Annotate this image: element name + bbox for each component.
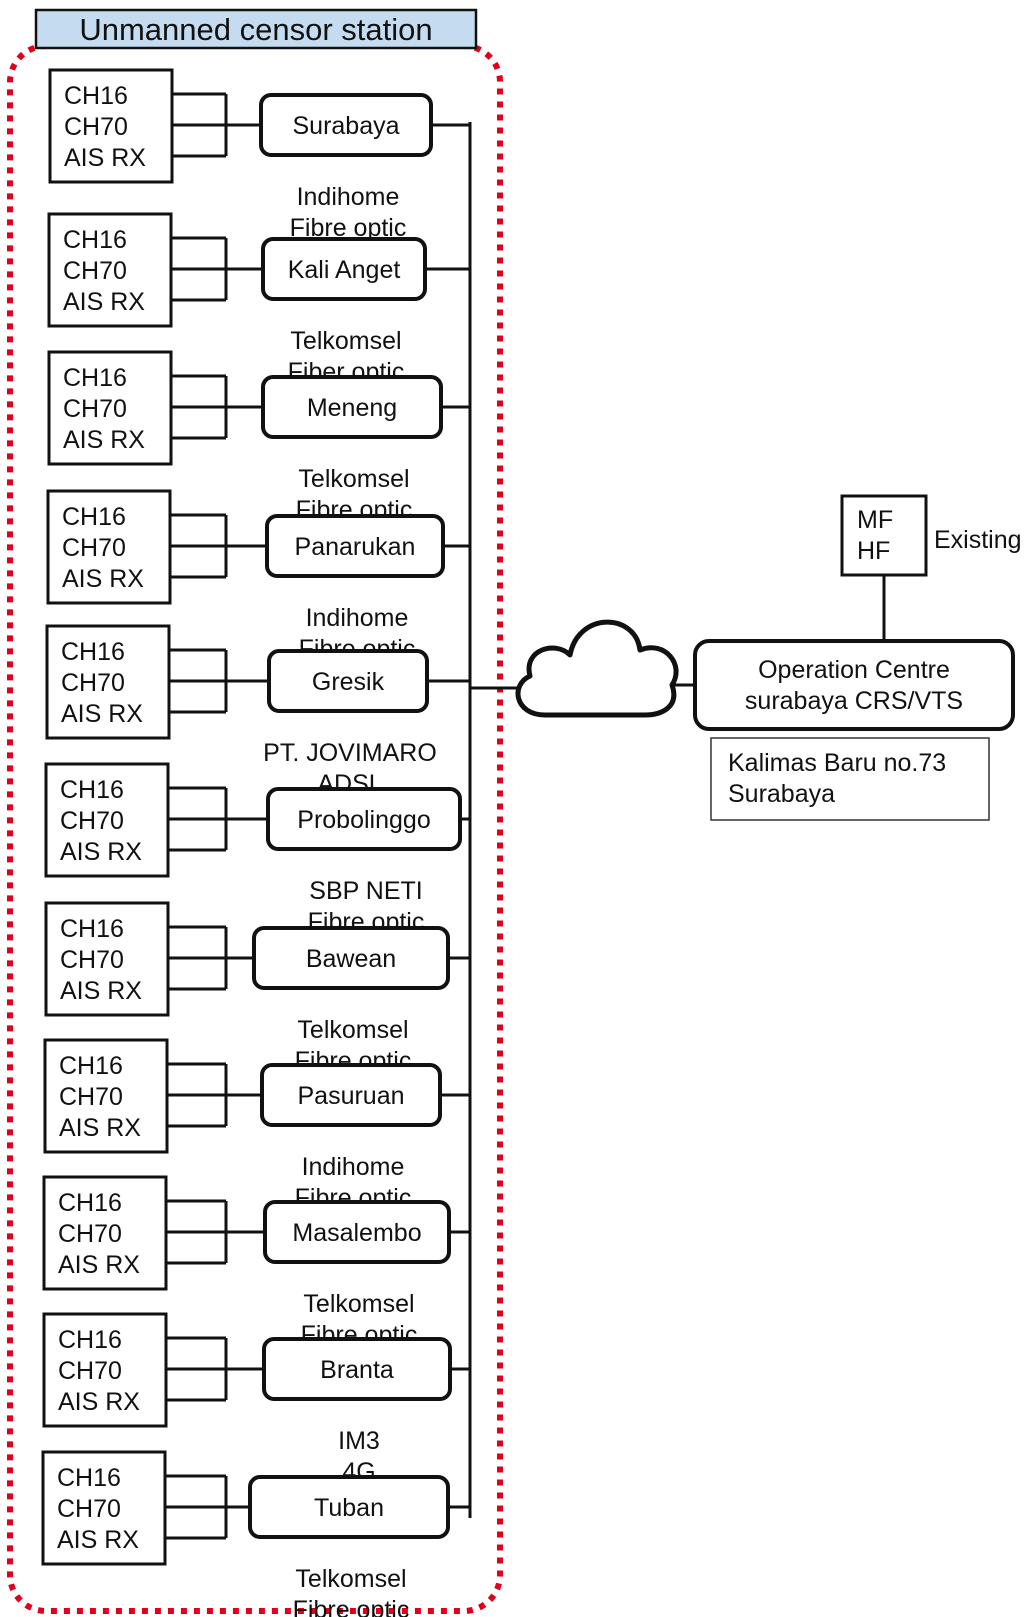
channel-label: CH70 [64,113,128,141]
channel-label: AIS RX [63,288,145,316]
channel-label: CH70 [58,1357,122,1385]
channel-box [44,901,170,1017]
channel-label: AIS RX [59,1114,141,1142]
channel-label: CH16 [60,776,124,804]
channel-label: AIS RX [58,1388,140,1416]
channel-label: CH16 [64,82,128,110]
channel-label: CH70 [59,1083,123,1111]
channel-label: CH16 [62,503,126,531]
station-name: Tuban [314,1494,384,1522]
channel-label: AIS RX [63,426,145,454]
channel-label: CH16 [63,226,127,254]
channel-label: CH70 [61,669,125,697]
channel-label: CH16 [57,1464,121,1492]
channel-label: AIS RX [60,977,142,1005]
channel-label: AIS RX [64,144,146,172]
station-name: Bawean [306,945,396,973]
channel-box [47,212,173,328]
station-name: Kali Anget [288,256,401,284]
channel-label: CH70 [57,1495,121,1523]
existing-box [840,494,928,577]
provider-label: Telkomsel [303,1290,414,1318]
operation-centre-box [693,639,1015,731]
existing-line2: HF [857,537,890,565]
channel-label: CH70 [60,807,124,835]
station-name: Gresik [312,668,385,696]
station-name: Panarukan [295,533,416,561]
channel-label: CH70 [63,257,127,285]
channel-label: CH16 [58,1189,122,1217]
channel-label: AIS RX [58,1251,140,1279]
station-name: Branta [320,1356,394,1384]
provider-label: PT. JOVIMARO [263,739,437,767]
provider-label: Telkomsel [297,1016,408,1044]
channel-box [47,350,173,466]
channel-box [48,68,174,184]
channel-label: CH16 [61,638,125,666]
existing-label: Existing [934,526,1022,554]
provider-label: SBP NETI [309,877,422,905]
provider-label: Telkomsel [295,1565,406,1593]
channel-label: CH16 [60,915,124,943]
address-line2: Surabaya [728,780,835,808]
address-line1: Kalimas Baru no.73 [728,749,946,777]
channel-label: AIS RX [57,1526,139,1554]
channel-label: AIS RX [62,565,144,593]
provider-label: Telkomsel [290,327,401,355]
channel-label: CH70 [62,534,126,562]
provider-label: Telkomsel [298,465,409,493]
channel-label: CH16 [59,1052,123,1080]
provider-label: Indihome [297,183,400,211]
channel-label: CH16 [58,1326,122,1354]
link-type-label: Fibre optic [293,1596,410,1617]
channel-label: AIS RX [60,838,142,866]
provider-label: Indihome [302,1153,405,1181]
channel-box [42,1312,168,1428]
provider-label: IM3 [338,1427,380,1455]
cloud-icon [515,619,679,718]
channel-label: AIS RX [61,700,143,728]
channel-box [44,762,170,878]
existing-line1: MF [857,506,893,534]
channel-label: CH70 [63,395,127,423]
station-name: Pasuruan [297,1082,404,1110]
station-name: Meneng [307,394,397,422]
header-title: Unmanned censor station [79,12,432,47]
channel-label: CH70 [60,946,124,974]
channel-label: CH16 [63,364,127,392]
header-box [34,8,478,50]
operation-centre-line1: Operation Centre [758,656,950,684]
address-box [710,737,990,821]
channel-label: CH70 [58,1220,122,1248]
station-name: Masalembo [292,1219,421,1247]
provider-label: Indihome [306,604,409,632]
station-name: Probolinggo [297,806,430,834]
station-name: Surabaya [292,112,399,140]
operation-centre-line2: surabaya CRS/VTS [745,687,963,715]
